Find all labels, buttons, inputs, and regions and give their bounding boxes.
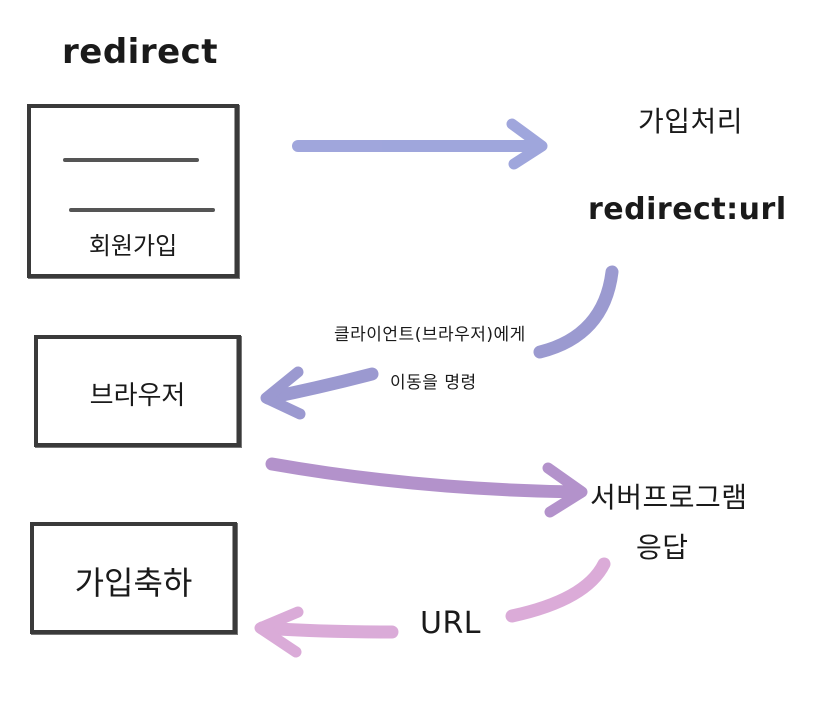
arrow-form-to-process [292, 118, 548, 170]
signup-form-label: 회원가입 [88, 232, 178, 260]
signup-done-label: 가입축하 [74, 564, 193, 602]
arrow-browser-to-server [265, 457, 588, 518]
url-label: URL [420, 606, 482, 641]
browser-box: 브라우저 [34, 335, 241, 447]
signup-form-box: 회원가입 [27, 104, 239, 278]
arrow-response-to-signup-done [254, 557, 611, 658]
arrow-redirect-to-browser [260, 265, 619, 420]
server-program-label: 서버프로그램 [590, 481, 748, 514]
diagram-title: redirect [62, 32, 219, 72]
client-command-label-line1: 클라이언트(브라우저)에게 [334, 325, 526, 345]
client-command-label-line2: 이동을 명령 [390, 373, 477, 393]
redirect-url-label: redirect:url [588, 192, 787, 227]
signup-process-label: 가입처리 [638, 105, 744, 138]
response-label: 응답 [636, 531, 689, 564]
form-field-line-2 [69, 208, 215, 212]
form-field-line-1 [63, 158, 199, 162]
browser-label: 브라우저 [89, 381, 186, 411]
signup-done-box: 가입축하 [30, 522, 237, 634]
